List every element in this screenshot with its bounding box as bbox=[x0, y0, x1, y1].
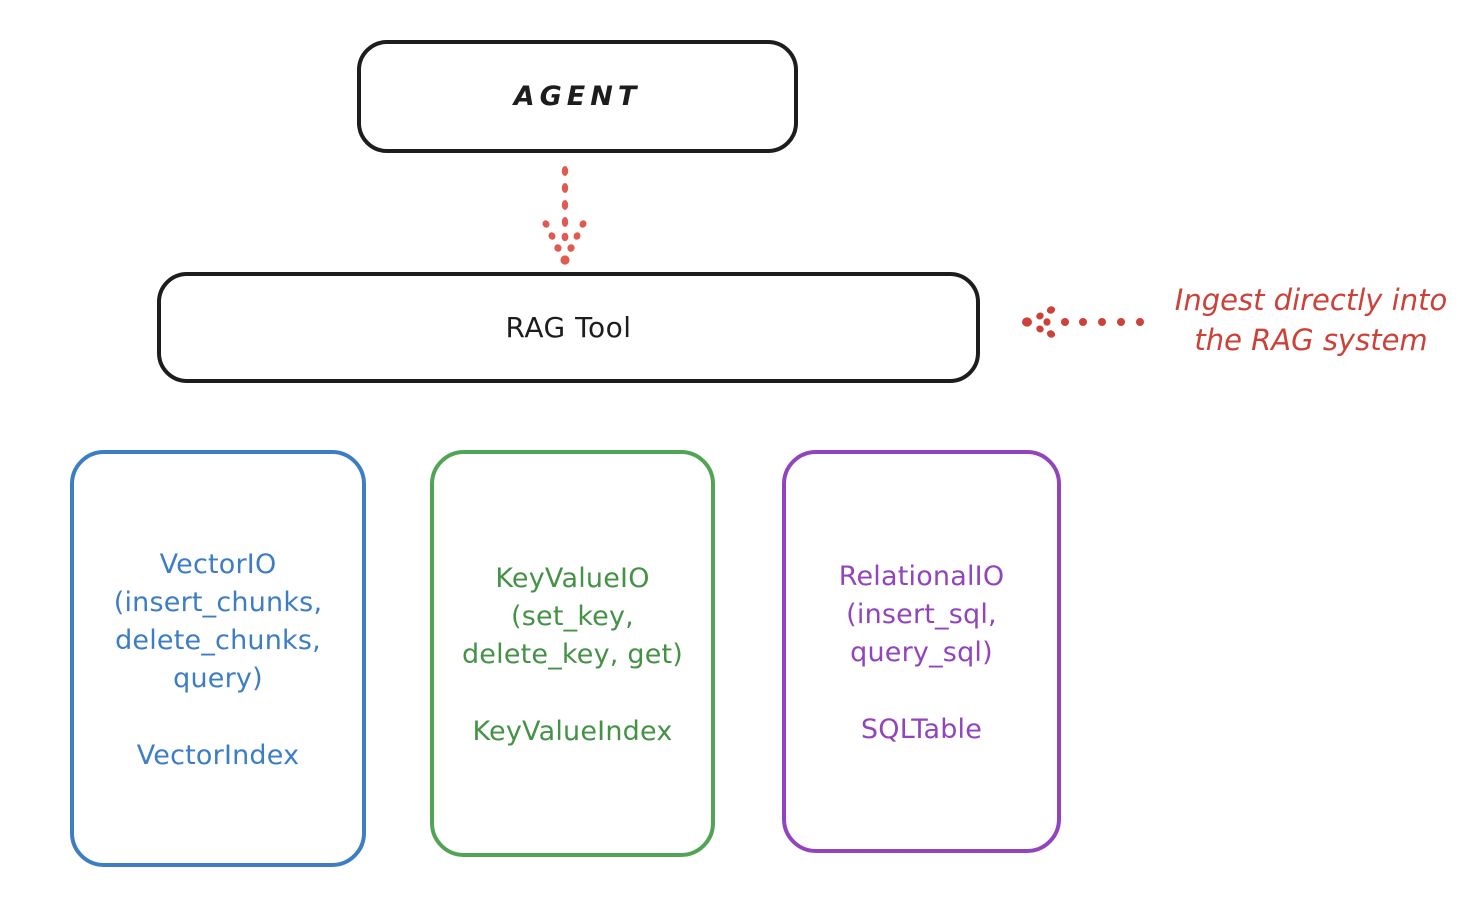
agent-node-label: AGENT bbox=[513, 81, 642, 112]
relational-io-node[interactable]: RelationalIO (insert_sql, query_sql) SQL… bbox=[782, 450, 1061, 853]
vector-index-label: VectorIndex bbox=[136, 740, 300, 771]
vector-io-node[interactable]: VectorIO (insert_chunks, delete_chunks, … bbox=[70, 450, 366, 867]
ingest-annotation-label: Ingest directly into the RAG system bbox=[1174, 283, 1448, 357]
rag-tool-node[interactable]: RAG Tool bbox=[157, 272, 980, 383]
ingest-dotted-arrow-icon bbox=[1022, 306, 1144, 338]
vector-io-api-label: VectorIO (insert_chunks, delete_chunks, … bbox=[113, 549, 323, 694]
rag-tool-node-label: RAG Tool bbox=[505, 311, 632, 344]
relational-io-api-label: RelationalIO (insert_sql, query_sql) bbox=[838, 561, 1005, 668]
key-value-index-label: KeyValueIndex bbox=[472, 716, 673, 747]
key-value-io-node[interactable]: KeyValueIO (set_key, delete_key, get) Ke… bbox=[430, 450, 715, 857]
agent-to-rag-dotted-arrow-icon bbox=[542, 166, 587, 265]
key-value-io-api-label: KeyValueIO (set_key, delete_key, get) bbox=[461, 563, 684, 670]
sql-table-label: SQLTable bbox=[860, 714, 983, 745]
agent-node[interactable]: AGENT bbox=[357, 40, 798, 153]
